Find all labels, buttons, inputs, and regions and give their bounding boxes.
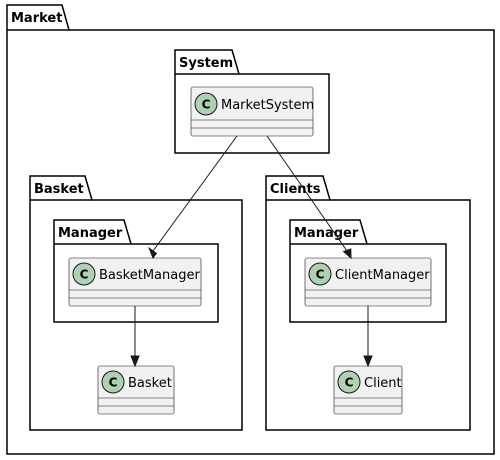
relation-marketsystem-clientmanager	[266, 135, 352, 260]
class-client-manager[interactable]: C ClientManager	[304, 257, 432, 307]
class-basket[interactable]: C Basket	[97, 365, 175, 415]
class-name: Basket	[128, 376, 172, 391]
class-stereotype-icon	[72, 262, 96, 286]
class-name: BasketManager	[99, 268, 200, 283]
package-clients-label: Clients	[270, 182, 321, 197]
class-stereotype-icon	[101, 370, 125, 394]
relation-marketsystem-basketmanager	[148, 135, 238, 260]
svg-text:C: C	[345, 376, 354, 390]
package-clients-manager-label: Manager	[294, 226, 359, 241]
svg-text:C: C	[202, 98, 211, 112]
relation-clientmanager-client	[363, 306, 373, 368]
package-basket-label: Basket	[34, 182, 84, 197]
class-stereotype-icon	[337, 370, 361, 394]
class-name: ClientManager	[335, 268, 430, 283]
class-client[interactable]: C Client	[333, 365, 403, 415]
class-stereotype-icon	[308, 262, 332, 286]
class-market-system[interactable]: C MarketSystem	[190, 86, 314, 137]
package-market-label: Market	[11, 11, 62, 26]
relation-basketmanager-basket	[130, 306, 140, 368]
class-name: Client	[364, 376, 402, 391]
svg-text:C: C	[316, 268, 325, 282]
svg-text:C: C	[109, 376, 118, 390]
package-system-label: System	[179, 56, 233, 71]
class-name: MarketSystem	[221, 98, 314, 113]
class-basket-manager[interactable]: C BasketManager	[68, 257, 202, 307]
package-basket-manager-label: Manager	[58, 226, 123, 241]
svg-text:C: C	[80, 268, 89, 282]
class-stereotype-icon	[194, 92, 218, 116]
